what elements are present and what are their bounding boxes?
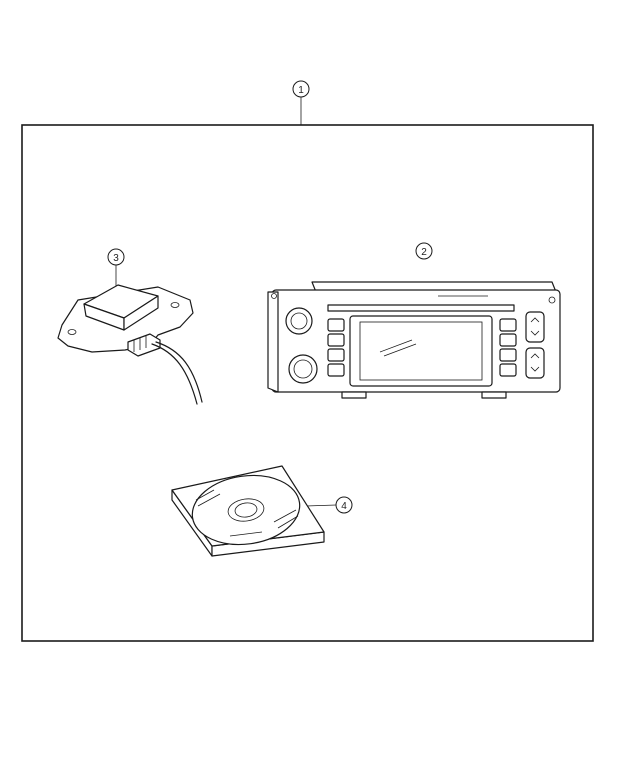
- navigation-radio-unit: [267, 281, 561, 399]
- callout-2-label: 2: [421, 247, 427, 258]
- kit-frame: [21, 124, 594, 642]
- callout-3[interactable]: 3: [107, 248, 125, 286]
- navigation-cd-disc: [171, 465, 325, 557]
- gps-antenna-module: [57, 284, 203, 405]
- callout-1[interactable]: 1: [292, 80, 310, 125]
- callout-3-label: 3: [113, 253, 119, 264]
- callout-2[interactable]: 2: [415, 242, 433, 260]
- callout-1-label: 1: [298, 85, 304, 96]
- callout-4-label: 4: [341, 501, 347, 512]
- callout-4[interactable]: 4: [305, 496, 353, 514]
